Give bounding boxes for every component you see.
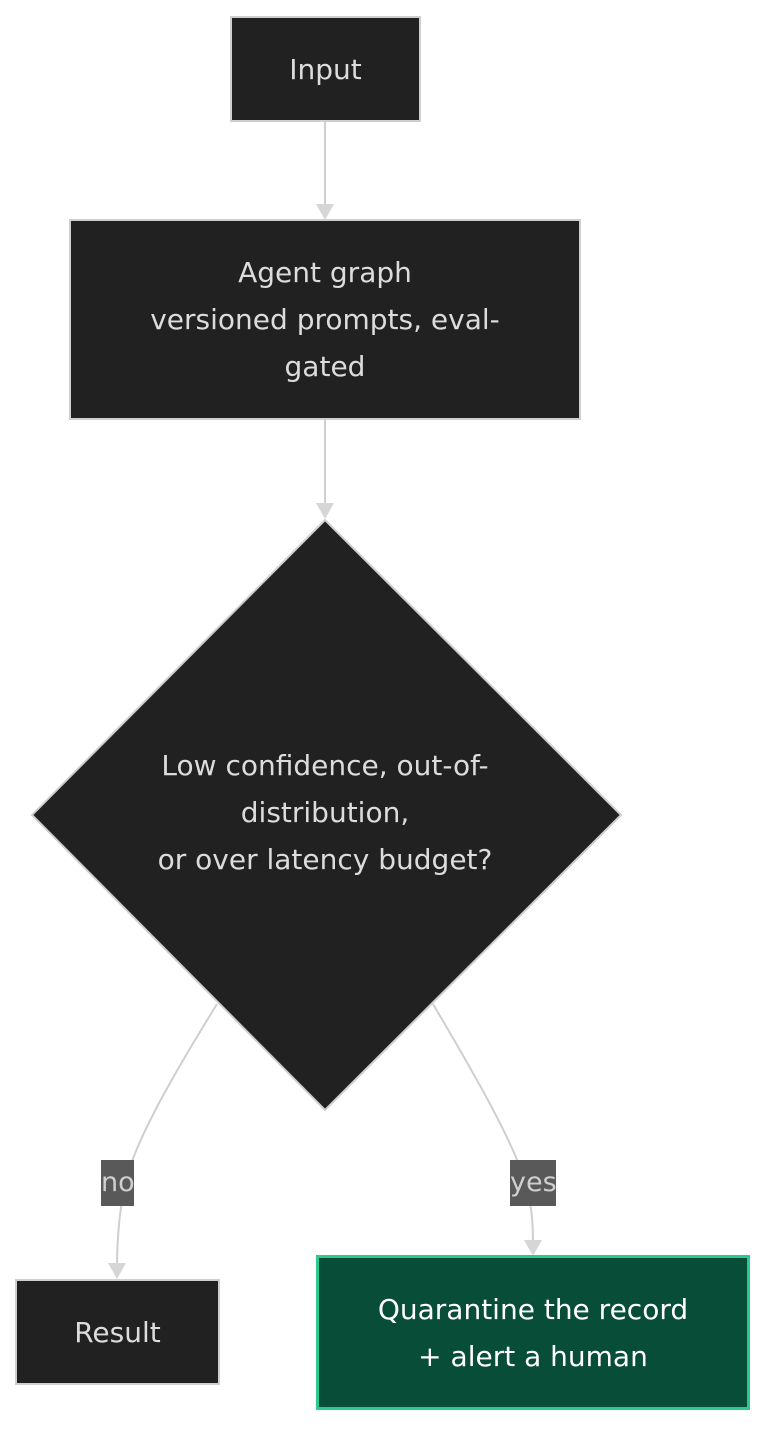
arrowhead-result (108, 1263, 126, 1279)
decision-node-text: Low confidence, out-of- distribution, or… (120, 742, 530, 883)
agent-graph-line-2: versioned prompts, eval- (150, 303, 500, 336)
arrowhead-decision (316, 503, 334, 519)
agent-graph-line-3: gated (284, 350, 366, 383)
decision-line-1: Low confidence, out-of- (161, 749, 489, 782)
agent-graph-title: Agent graph (238, 256, 412, 289)
quarantine-node: Quarantine the record + alert a human (316, 1255, 750, 1410)
input-node: Input (230, 16, 421, 122)
edge-label-yes: yes (510, 1160, 557, 1206)
arrowhead-agent (316, 204, 334, 220)
quarantine-line-2: + alert a human (418, 1339, 648, 1373)
edge-decision-to-result (116, 1003, 218, 1269)
input-node-label: Input (289, 52, 362, 86)
edge-decision-to-quarantine (432, 1003, 534, 1247)
decision-line-3: or over latency budget? (157, 843, 493, 876)
agent-graph-node: Agent graph versioned prompts, eval- gat… (69, 219, 581, 420)
arrowhead-quarantine (524, 1240, 542, 1256)
decision-diamond (30, 518, 623, 1112)
edge-label-no: no (101, 1160, 135, 1206)
quarantine-line-1: Quarantine the record (377, 1292, 689, 1326)
result-node-label: Result (74, 1315, 161, 1349)
result-node: Result (15, 1279, 220, 1385)
decision-line-2: distribution, (240, 796, 410, 829)
